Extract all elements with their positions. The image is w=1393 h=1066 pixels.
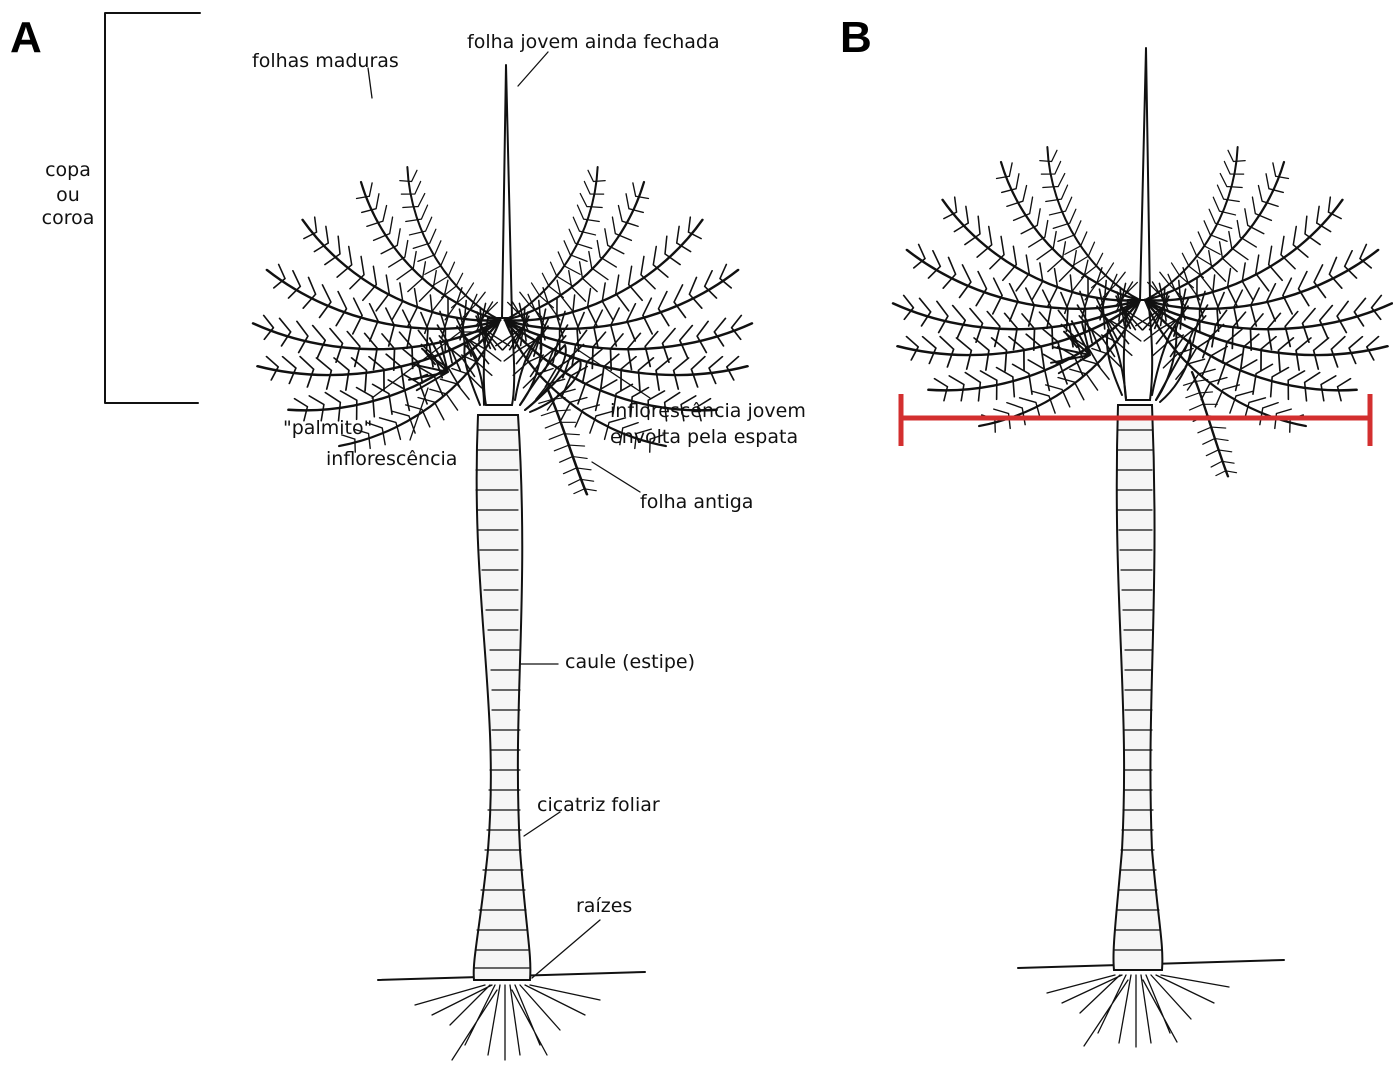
crown-label-line2: ou <box>56 184 80 206</box>
fronds-right-b <box>1117 140 1393 458</box>
young-leaf-a <box>502 65 512 318</box>
crown-label-line3: coroa <box>42 207 95 229</box>
roots-a <box>378 972 645 1060</box>
label-inflorescencia: inflorescência <box>326 448 457 470</box>
crown-label-line1: copa <box>45 159 91 181</box>
trunk-a <box>474 415 531 980</box>
roots-b <box>1018 960 1284 1047</box>
label-raizes: raízes <box>576 895 632 917</box>
label-caule: caule (estipe) <box>565 651 695 673</box>
panel-b-letter: B <box>840 13 872 62</box>
label-folha-antiga: folha antiga <box>640 491 753 513</box>
label-inflorescencia-jovem-line1: inflorescência jovem <box>610 400 806 422</box>
label-palmito: "palmito" <box>283 417 372 439</box>
panel-a: A copa ou coroa <box>10 13 806 1060</box>
palm-tree-b <box>892 48 1393 1047</box>
panel-a-letter: A <box>10 13 42 62</box>
label-folhas-maduras: folhas maduras <box>252 50 399 72</box>
young-leaf-b <box>1140 48 1150 300</box>
panel-b: B <box>840 13 1393 1047</box>
old-frond-a <box>539 390 596 495</box>
label-folha-jovem: folha jovem ainda fechada <box>467 31 720 53</box>
crown-bracket <box>105 13 200 403</box>
label-cicatriz-foliar: cicatriz foliar <box>537 794 660 816</box>
palm-tree-a <box>252 65 753 1060</box>
label-inflorescencia-jovem-line2: envolta pela espata <box>610 426 798 448</box>
